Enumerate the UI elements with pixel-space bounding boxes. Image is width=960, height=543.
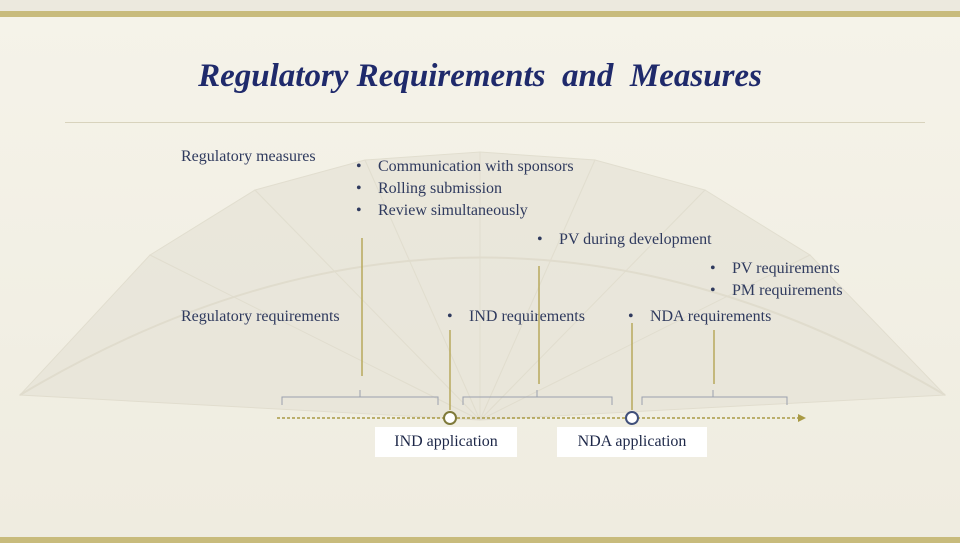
phase1-bracket xyxy=(281,390,439,405)
phase3-bracket xyxy=(641,390,788,405)
regulatory-requirements-label: Regulatory requirements xyxy=(181,308,340,325)
measure-item: •PV during development xyxy=(537,231,712,248)
nda-milestone-marker xyxy=(625,411,639,425)
ind-requirements-item: •IND requirements xyxy=(447,308,585,325)
measure-item: •Rolling submission xyxy=(356,180,503,197)
regulatory-measures-label: Regulatory measures xyxy=(181,148,316,165)
measure-item: •PV requirements xyxy=(710,260,840,277)
ind-milestone-marker xyxy=(443,411,457,425)
slide-title: Regulatory Requirements and Measures xyxy=(198,58,762,94)
bottom-border xyxy=(0,537,960,543)
measure-item: •Communication with sponsors xyxy=(356,158,574,175)
measure-item: •PM requirements xyxy=(710,282,843,299)
measure-item: •Review simultaneously xyxy=(356,202,528,219)
phase2-bracket xyxy=(462,390,613,405)
title-divider xyxy=(65,122,925,123)
ind-application-box: IND application xyxy=(375,427,517,457)
nda-application-box: NDA application xyxy=(557,427,707,457)
timeline-arrowhead xyxy=(798,414,806,422)
top-border xyxy=(0,0,960,17)
nda-requirements-item: •NDA requirements xyxy=(628,308,772,325)
